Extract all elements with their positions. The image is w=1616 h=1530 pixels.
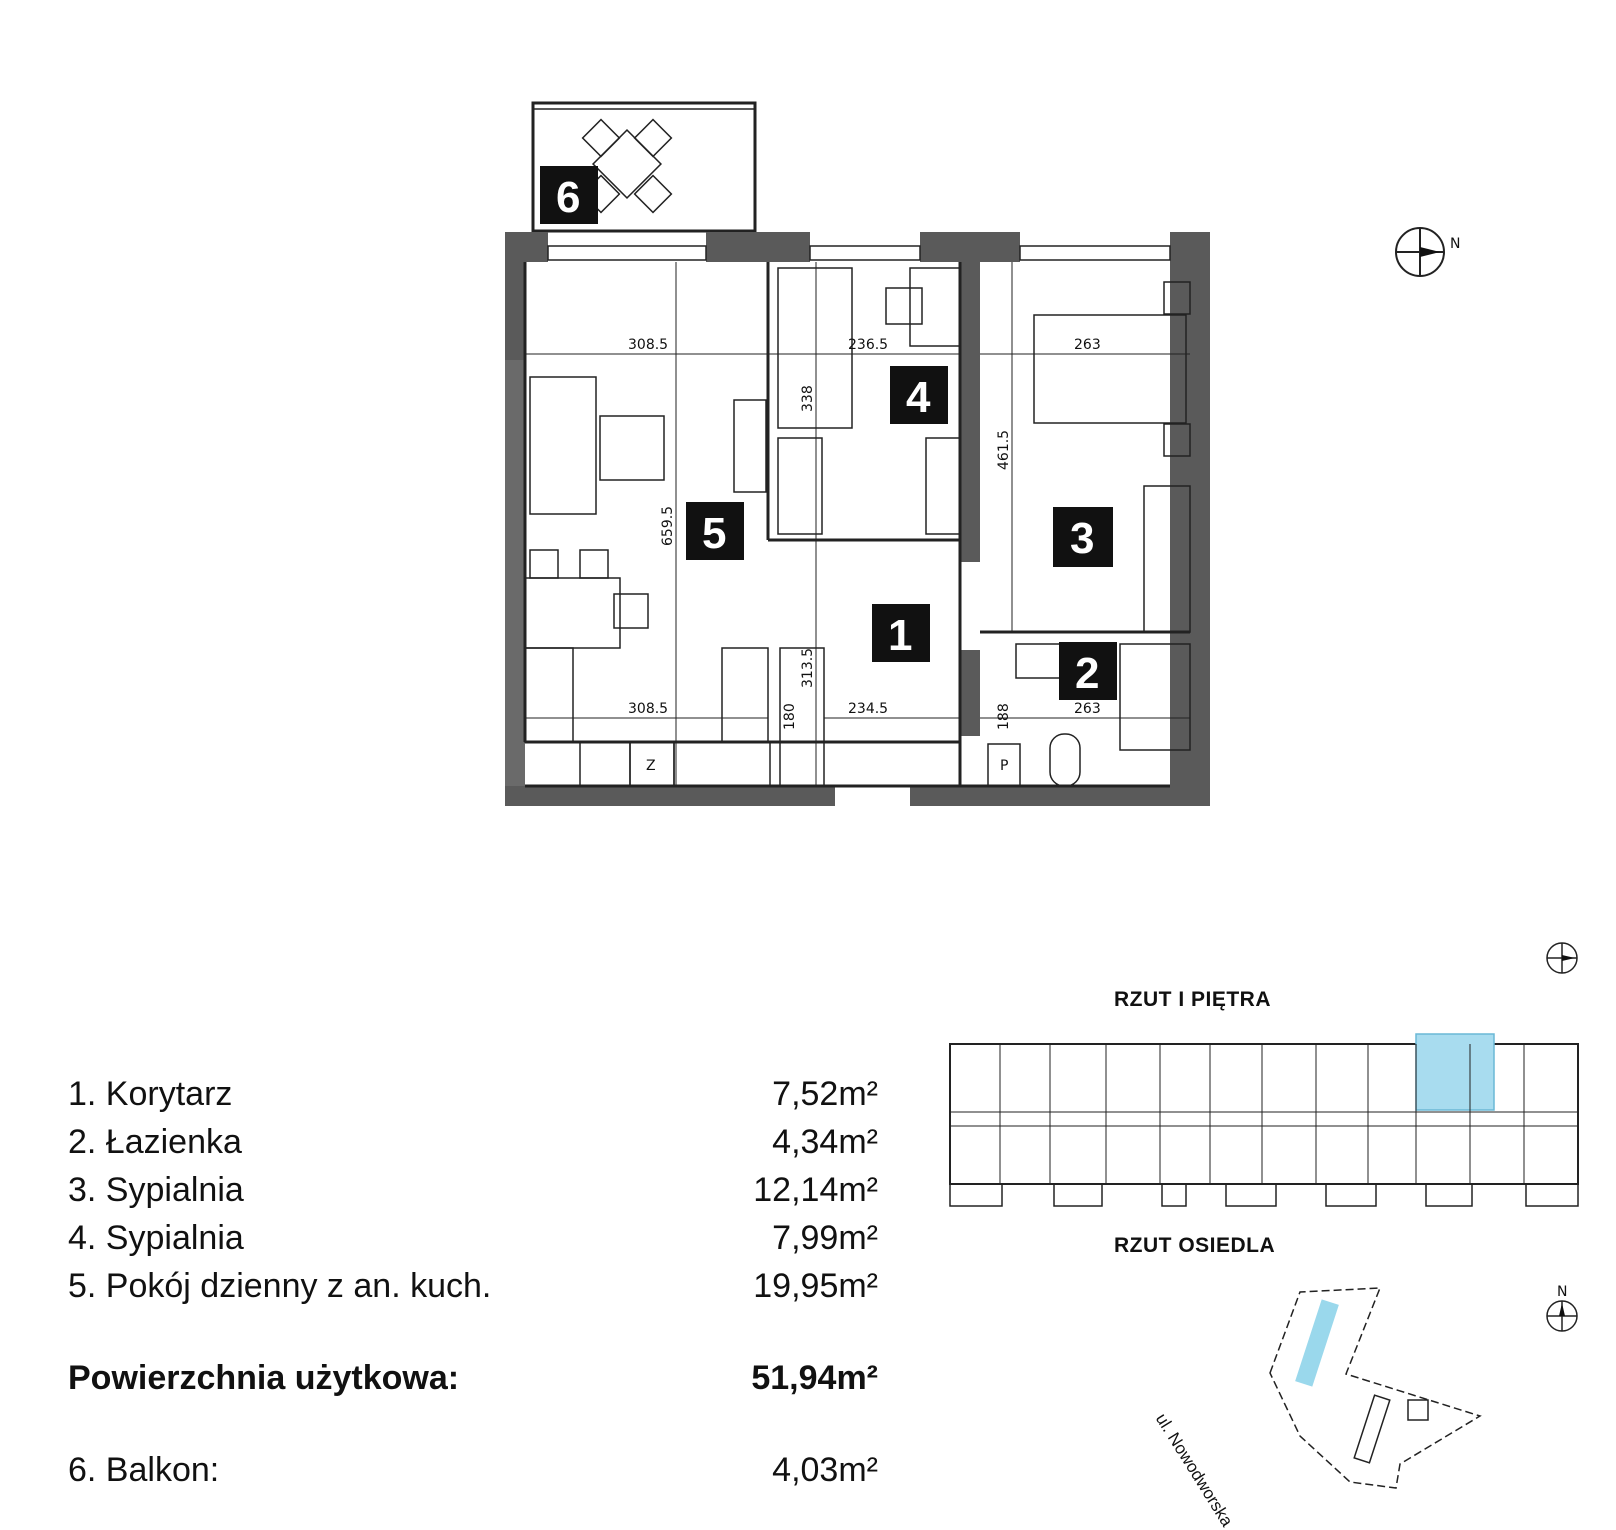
outer-walls — [505, 232, 1210, 806]
room-label-3: 3 — [1053, 507, 1113, 567]
dimension-label: 234.5 — [848, 701, 888, 717]
dimension-label: 263 — [1074, 337, 1101, 353]
highlighted-apartment — [1415, 1033, 1495, 1111]
svg-text:1: 1 — [888, 611, 912, 660]
room-label-4: 4 — [890, 366, 948, 424]
legend-row-sypialnia-3: 3. Sypialnia 12,14m² — [68, 1171, 878, 1219]
dimension-label: 180 — [782, 703, 798, 730]
floor-plan-title: RZUT I PIĘTRA — [1114, 988, 1271, 1011]
windows — [547, 245, 1171, 261]
room-area: 19,95m² — [753, 1267, 878, 1305]
legend-row-korytarz: 1. Korytarz 7,52m² — [68, 1075, 878, 1123]
total-area-label: Powierzchnia użytkowa: — [68, 1359, 460, 1397]
compass-north-letter: N — [1450, 236, 1460, 252]
legend-row-pokoj-dzienny: 5. Pokój dzienny z an. kuch. 19,95m² — [68, 1267, 878, 1315]
balcony-label: 6. Balkon: — [68, 1451, 220, 1489]
room-area: 12,14m² — [753, 1171, 878, 1209]
dimension-label: 188 — [996, 703, 1012, 730]
room-label-2: 2 — [1059, 642, 1117, 700]
area-legend: 1. Korytarz 7,52m² 2. Łazienka 4,34m² 3.… — [68, 1075, 878, 1499]
svg-text:6: 6 — [556, 173, 580, 222]
room-label-6: 6 — [540, 166, 598, 224]
room-name: 2. Łazienka — [68, 1123, 242, 1161]
svg-text:2: 2 — [1075, 649, 1099, 698]
balcony-area-row: 6. Balkon: 4,03m² — [68, 1451, 878, 1499]
dimension-label: 236.5 — [848, 337, 888, 353]
svg-text:3: 3 — [1070, 514, 1094, 563]
site-plan — [1269, 1287, 1482, 1489]
site-compass-north-letter: N — [1557, 1284, 1567, 1300]
site-compass-icon — [1546, 1300, 1578, 1332]
dimension-label: 338 — [800, 385, 816, 412]
dimension-label: 461.5 — [996, 430, 1012, 470]
highlighted-building — [1295, 1299, 1339, 1387]
legend-row-lazienka: 2. Łazienka 4,34m² — [68, 1123, 878, 1171]
svg-text:4: 4 — [906, 373, 931, 422]
dimension-label: 313.5 — [800, 648, 816, 688]
room-area: 4,34m² — [772, 1123, 878, 1161]
total-area-value: 51,94m² — [751, 1359, 878, 1397]
dimension-label: 308.5 — [628, 337, 668, 353]
dimension-label: 659.5 — [660, 506, 676, 546]
furniture — [524, 267, 1191, 787]
room-name: 1. Korytarz — [68, 1075, 233, 1113]
room-name: 5. Pokój dzienny z an. kuch. — [68, 1267, 492, 1305]
site-plan-title: RZUT OSIEDLA — [1114, 1234, 1276, 1257]
room-area: 7,52m² — [772, 1075, 878, 1113]
fridge-letter: Z — [646, 758, 656, 774]
svg-text:5: 5 — [702, 509, 726, 558]
dimension-lines — [525, 262, 1190, 786]
balcony-area-value: 4,03m² — [772, 1451, 878, 1489]
dimension-label: 308.5 — [628, 701, 668, 717]
total-area-row: Powierzchnia użytkowa: 51,94m² — [68, 1359, 878, 1407]
dimension-label: 263 — [1074, 701, 1101, 717]
room-name: 3. Sypialnia — [68, 1171, 244, 1209]
room-label-5: 5 — [686, 502, 744, 560]
room-name: 4. Sypialnia — [68, 1219, 244, 1257]
room-area: 7,99m² — [772, 1219, 878, 1257]
washer-letter: P — [1000, 758, 1008, 774]
legend-row-sypialnia-4: 4. Sypialnia 7,99m² — [68, 1219, 878, 1267]
building-floor-thumbnail — [949, 1033, 1579, 1207]
room-label-1: 1 — [872, 604, 930, 662]
floor-compass-icon — [1546, 942, 1578, 974]
compass-icon — [1395, 227, 1445, 277]
